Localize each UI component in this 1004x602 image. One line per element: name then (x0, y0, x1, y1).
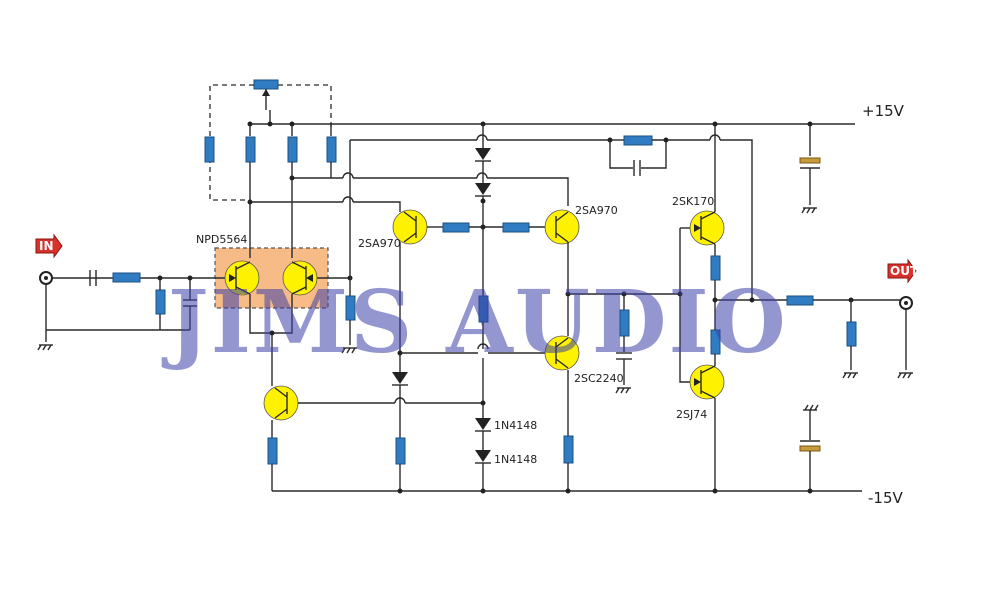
positive-supply-cap (799, 157, 821, 164)
base-resistor-right (502, 222, 530, 233)
npn-transistor-2sc2240 (544, 335, 580, 371)
pnp-right-label: 2SA970 (575, 204, 618, 217)
left-leg-resistor (395, 437, 406, 465)
input-ground-symbol (37, 344, 53, 351)
output-label: OUT (890, 264, 919, 278)
jfet-2sj74 (689, 364, 725, 400)
negative-cap-ground-symbol (803, 404, 819, 411)
output-load-resistor (846, 321, 857, 347)
jfet-right (282, 260, 318, 296)
offset-trimmer (253, 79, 279, 90)
bias-diode-top-1 (475, 148, 491, 160)
offset-resistor-left (204, 136, 215, 163)
negative-rail-label: -15V (868, 489, 903, 507)
feedback-ground-symbol (341, 347, 357, 354)
diode-left-vertical (392, 372, 408, 384)
diode-2-label: 1N4148 (494, 453, 537, 466)
watermark-text: JIMS AUDIO (161, 272, 788, 373)
output-jack-ground-symbol (897, 372, 913, 379)
negative-supply-cap (799, 445, 821, 452)
input-label: IN (39, 239, 54, 253)
drain-resistor-right (287, 136, 298, 163)
p-jfet-label: 2SJ74 (676, 408, 707, 421)
base-resistor-left (442, 222, 470, 233)
current-source-transistor (263, 385, 299, 421)
pnp-left-label: 2SA970 (358, 237, 401, 250)
jfet-pair-label: NPD5564 (196, 233, 247, 246)
mid-ground-symbol (615, 387, 631, 394)
feedback-rc-resistor (623, 135, 653, 146)
diode-1n4148-top (475, 418, 491, 430)
diode-1-label: 1N4148 (494, 419, 537, 432)
bias-diode-top-2 (475, 183, 491, 195)
jfet-left (224, 260, 260, 296)
pnp-transistor-right (544, 209, 580, 245)
pnp-transistor-left (392, 209, 428, 245)
input-shunt-resistor (155, 289, 166, 315)
output-ground-symbol (842, 372, 858, 379)
npn-emitter-resistor (563, 435, 574, 464)
diode-1n4148-bottom (475, 450, 491, 462)
drain-resistor-left (245, 136, 256, 163)
npn-label: 2SC2240 (574, 372, 624, 385)
input-series-resistor (112, 272, 141, 283)
n-jfet-label: 2SK170 (672, 195, 714, 208)
offset-resistor-right (326, 136, 337, 163)
positive-rail-label: +15V (862, 102, 905, 120)
input-flag: IN (35, 233, 63, 259)
positive-cap-ground-symbol (801, 207, 817, 214)
output-flag: OUT (887, 258, 919, 284)
current-source-emitter-resistor (267, 437, 278, 465)
jfet-2sk170 (689, 210, 725, 246)
output-series-resistor (786, 295, 814, 306)
